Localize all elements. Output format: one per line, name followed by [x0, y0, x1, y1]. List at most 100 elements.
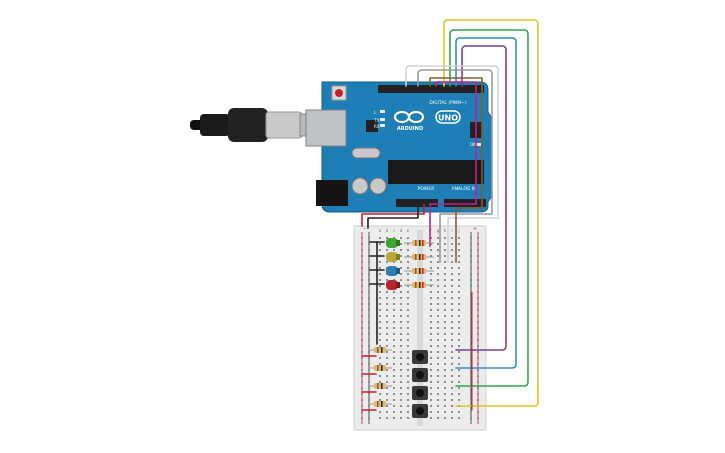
- breadboard-hole: [458, 249, 460, 251]
- push-button[interactable]: [412, 368, 428, 382]
- breadboard-hole: [386, 249, 388, 251]
- breadboard-hole: [458, 291, 460, 293]
- breadboard-hole: [477, 417, 479, 419]
- breadboard-hole: [430, 369, 432, 371]
- breadboard-hole: [400, 351, 402, 353]
- breadboard-hole: [368, 297, 370, 299]
- breadboard-hole: [444, 345, 446, 347]
- breadboard-hole: [361, 345, 363, 347]
- breadboard-hole: [470, 363, 472, 365]
- breadboard-hole: [400, 417, 402, 419]
- breadboard-hole: [451, 237, 453, 239]
- breadboard-hole: [470, 315, 472, 317]
- breadboard-hole: [444, 267, 446, 269]
- breadboard-hole: [393, 297, 395, 299]
- push-button[interactable]: [412, 386, 428, 400]
- magenta-wire: [429, 81, 477, 247]
- breadboard-hole: [407, 345, 409, 347]
- breadboard-hole: [407, 405, 409, 407]
- breadboard-hole: [393, 387, 395, 389]
- breadboard-hole: [393, 249, 395, 251]
- breadboard-hole: [361, 381, 363, 383]
- reset-button[interactable]: [335, 89, 343, 97]
- breadboard-hole: [437, 387, 439, 389]
- power-jack: [316, 180, 348, 206]
- breadboard-hole: [393, 345, 395, 347]
- breadboard-hole: [361, 237, 363, 239]
- breadboard-hole: [379, 279, 381, 281]
- breadboard-hole: [400, 297, 402, 299]
- breadboard-hole: [444, 285, 446, 287]
- breadboard-hole: [361, 417, 363, 419]
- breadboard-hole: [407, 279, 409, 281]
- breadboard-hole: [368, 255, 370, 257]
- digital-pin-header: [378, 85, 484, 93]
- breadboard-hole: [470, 321, 472, 323]
- breadboard-hole: [437, 321, 439, 323]
- breadboard-hole: [477, 399, 479, 401]
- breadboard-hole: [400, 249, 402, 251]
- breadboard-hole: [368, 399, 370, 401]
- breadboard-hole: [393, 291, 395, 293]
- breadboard-hole: [444, 261, 446, 263]
- breadboard-hole: [451, 345, 453, 347]
- breadboard-hole: [368, 363, 370, 365]
- breadboard-hole: [444, 321, 446, 323]
- breadboard-hole: [451, 297, 453, 299]
- breadboard-hole: [477, 411, 479, 413]
- push-button[interactable]: [412, 404, 428, 418]
- breadboard-hole: [470, 333, 472, 335]
- breadboard-hole: [477, 387, 479, 389]
- breadboard-hole: [458, 315, 460, 317]
- breadboard-hole: [400, 303, 402, 305]
- breadboard-hole: [430, 243, 432, 245]
- breadboard-hole: [407, 339, 409, 341]
- breadboard: − + a b c d e f g h i j: [353, 225, 487, 431]
- breadboard-hole: [400, 327, 402, 329]
- push-button[interactable]: [412, 350, 428, 364]
- svg-text:j: j: [457, 228, 459, 233]
- breadboard-hole: [444, 249, 446, 251]
- breadboard-hole: [368, 417, 370, 419]
- breadboard-hole: [451, 309, 453, 311]
- breadboard-hole: [368, 303, 370, 305]
- breadboard-hole: [368, 243, 370, 245]
- breadboard-hole: [477, 297, 479, 299]
- l-led-label: L: [374, 110, 377, 115]
- svg-text:f: f: [430, 228, 432, 233]
- rx-led-label: RX: [374, 124, 380, 129]
- breadboard-hole: [393, 339, 395, 341]
- breadboard-hole: [393, 405, 395, 407]
- breadboard-hole: [361, 255, 363, 257]
- breadboard-hole: [361, 321, 363, 323]
- red-5v-wire: [361, 203, 425, 227]
- breadboard-hole: [477, 261, 479, 263]
- breadboard-hole: [458, 411, 460, 413]
- breadboard-hole: [400, 357, 402, 359]
- breadboard-hole: [430, 291, 432, 293]
- breadboard-hole: [451, 417, 453, 419]
- digital-header-label: DIGITAL (PWM~): [429, 100, 467, 106]
- breadboard-hole: [430, 309, 432, 311]
- breadboard-hole: [451, 333, 453, 335]
- breadboard-hole: [368, 315, 370, 317]
- breadboard-hole: [400, 381, 402, 383]
- breadboard-hole: [458, 285, 460, 287]
- breadboard-hole: [361, 411, 363, 413]
- breadboard-hole: [430, 393, 432, 395]
- breadboard-hole: [477, 243, 479, 245]
- breadboard-hole: [361, 399, 363, 401]
- breadboard-hole: [430, 357, 432, 359]
- breadboard-hole: [407, 309, 409, 311]
- yellow-led: [386, 252, 400, 262]
- breadboard-hole: [379, 327, 381, 329]
- breadboard-hole: [451, 255, 453, 257]
- breadboard-hole: [430, 387, 432, 389]
- breadboard-hole: [477, 309, 479, 311]
- breadboard-hole: [361, 393, 363, 395]
- breadboard-hole: [437, 339, 439, 341]
- atmega-chip: [388, 160, 484, 184]
- black-gnd-wire: [367, 203, 419, 229]
- breadboard-hole: [470, 243, 472, 245]
- resistor: [404, 282, 434, 288]
